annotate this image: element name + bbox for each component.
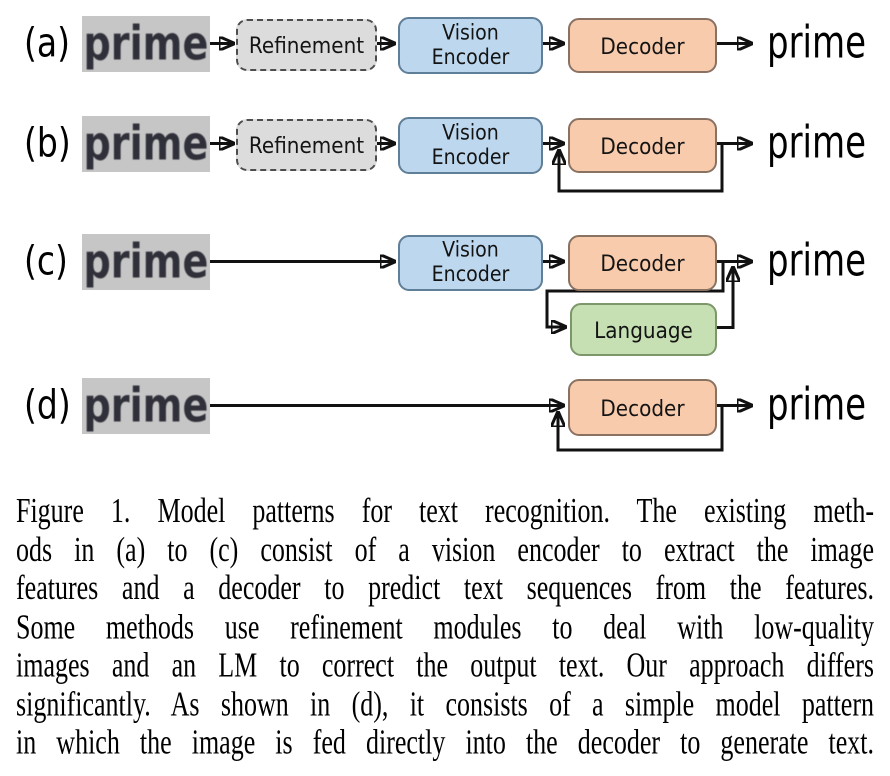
arrow-d-feedback-loop [558,405,724,452]
row-b-input-text: prime [83,116,209,172]
row-c-vision-encoder-box: Vision Encoder [398,235,543,291]
row-d-output: prime [767,377,872,433]
row-b-output: prime [767,115,872,171]
row-a-output-text: prime [767,16,867,70]
row-a-refinement-label: Refinement [248,31,365,59]
row-c-decoder-box: Decoder [568,235,717,291]
row-b-vision-word: Vision [442,119,499,145]
row-c-encoder-word: Encoder [431,261,510,287]
row-a-label: (a) [24,18,70,67]
row-c-label: (c) [24,236,68,285]
row-a-output: prime [767,15,872,71]
caption-line: in which the image is fed directly into … [16,722,874,762]
row-c-language-label: Language [594,316,693,343]
row-a-decoder-box: Decoder [568,18,717,73]
row-b-vision-encoder-box: Vision Encoder [398,117,543,174]
row-c-output-text: prime [767,234,867,288]
row-b-decoder-label: Decoder [600,132,685,159]
row-d-label: (d) [24,380,71,429]
row-b-input-image: prime [82,116,210,172]
row-b-encoder-word: Encoder [431,144,510,170]
row-a-vision-word: Vision [442,19,499,45]
row-a-refinement-box: Refinement [236,19,377,71]
arrow-c-decoder-to-language [545,261,725,328]
row-b-refinement-box: Refinement [236,119,377,171]
connector-arrows [210,0,890,452]
row-c-vision-encoder-label: Vision Encoder [431,237,510,288]
caption-line: Figure 1. Model patterns for text recogn… [16,490,874,530]
row-a-vision-encoder-label: Vision Encoder [431,19,510,70]
row-b-decoder-box: Decoder [568,118,717,173]
row-c-input-text: prime [83,234,209,290]
row-a-input-image: prime [82,16,210,72]
row-b-vision-encoder-label: Vision Encoder [431,119,510,170]
row-d-input-text: prime [83,378,209,434]
caption-line: ods in (a) to (c) consist of a vision en… [16,529,874,569]
row-a-encoder-word: Encoder [431,44,510,70]
figure-caption: Figure 1. Model patterns for text recogn… [16,490,874,762]
row-d-input-image: prime [82,378,210,434]
arrow-c-language-to-output [713,268,733,329]
caption-line: Some methods use refinement modules to d… [16,606,874,646]
row-a-input-text: prime [83,16,209,72]
row-b-output-text: prime [767,116,867,170]
row-c-vision-word: Vision [442,237,499,263]
arrow-b-feedback-loop [559,143,724,193]
row-c-decoder-label: Decoder [600,249,685,277]
row-d-decoder-box: Decoder [568,379,717,436]
row-a-vision-encoder-box: Vision Encoder [398,17,543,74]
row-d-output-text: prime [767,378,867,432]
row-c-output: prime [767,233,872,289]
caption-line: significantly. As shown in (d), it consi… [16,683,874,724]
row-c-input-image: prime [82,234,210,290]
row-a-decoder-label: Decoder [600,32,685,59]
caption-line: images and an LM to correct the output t… [16,645,874,685]
row-b-refinement-label: Refinement [248,131,365,159]
row-c-language-box: Language [570,303,717,356]
row-b-label: (b) [24,118,71,167]
caption-line: features and a decoder to predict text s… [16,567,874,608]
row-d-decoder-label: Decoder [600,394,685,421]
